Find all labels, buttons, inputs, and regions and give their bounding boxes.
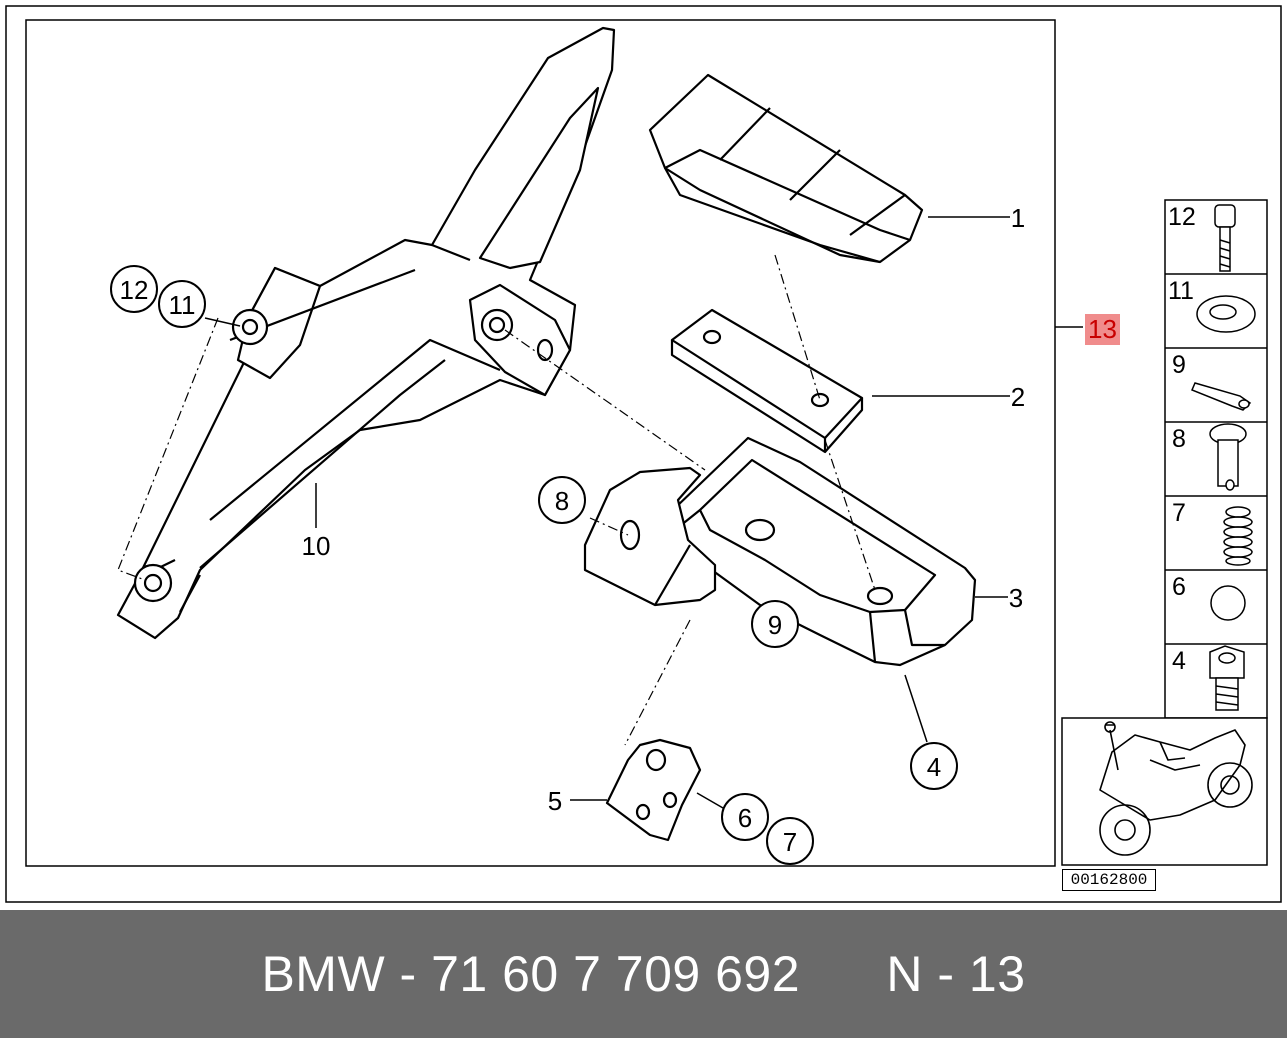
side-part-4-label: 4	[1172, 647, 1186, 675]
part-number-text: BMW - 71 60 7 709 692	[261, 946, 801, 1002]
footrest-bracket-drawing	[116, 26, 616, 640]
callout-11: 11	[158, 280, 206, 328]
svg-text:9: 9	[768, 610, 782, 640]
svg-text:1: 1	[1011, 203, 1025, 233]
callout-5: 5	[548, 786, 562, 816]
bracket-plate-drawing	[605, 738, 702, 842]
screw-icon	[1209, 645, 1245, 711]
footer-gap	[800, 945, 886, 1003]
svg-text:2: 2	[1011, 382, 1025, 412]
callout-13-highlight: 13	[1085, 314, 1120, 345]
footrest-body-drawing	[673, 436, 977, 667]
cotter-pin-icon	[1191, 382, 1252, 411]
svg-text:10: 10	[302, 531, 331, 561]
svg-text:3: 3	[1009, 583, 1023, 613]
plate-drawing	[670, 308, 864, 454]
svg-text:8: 8	[555, 486, 569, 516]
side-parts-table: 12 11 9 8 7 6 4	[1164, 199, 1268, 719]
svg-text:4: 4	[927, 752, 941, 782]
footer-bar: BMW - 71 60 7 709 692 N - 13	[0, 910, 1287, 1038]
assembly-lines	[117, 254, 876, 746]
side-part-7-label: 7	[1172, 499, 1186, 527]
motorcycle-icon	[1099, 721, 1253, 856]
svg-text:6: 6	[738, 803, 752, 833]
side-part-11-label: 11	[1168, 277, 1194, 305]
callout-3: 3	[1009, 583, 1023, 613]
callout-1: 1	[1011, 203, 1025, 233]
side-part-6-label: 6	[1172, 573, 1186, 601]
side-part-12-label: 12	[1168, 203, 1196, 231]
pin-icon	[1209, 423, 1247, 491]
callout-9: 9	[751, 600, 799, 648]
outer-frame	[5, 5, 1282, 903]
callout-8: 8	[538, 476, 586, 524]
spring-icon	[1223, 506, 1253, 566]
ball-icon	[1210, 585, 1246, 621]
callout-2: 2	[1011, 382, 1025, 412]
hinge-block-drawing	[583, 466, 717, 607]
callout-7: 7	[766, 817, 814, 865]
washer-icon	[1196, 295, 1256, 333]
diagram-reference-number: 00162800	[1062, 869, 1156, 891]
motorcycle-thumbnail	[1061, 717, 1268, 866]
position-text: N - 13	[886, 946, 1026, 1002]
callout-12: 12	[110, 265, 158, 313]
exploded-parts-diagram: 1 2 3 4 5 6 7 8 9 10 12 11	[5, 5, 1282, 903]
svg-text:11: 11	[169, 290, 196, 320]
svg-text:5: 5	[548, 786, 562, 816]
svg-text:12: 12	[120, 275, 149, 305]
main-drawing-frame	[25, 19, 1056, 867]
side-part-8-label: 8	[1172, 425, 1186, 453]
callout-10: 10	[302, 531, 331, 561]
leader-lines	[204, 216, 1083, 809]
bolt-icon	[1214, 204, 1236, 272]
callout-4: 4	[910, 742, 958, 790]
svg-text:7: 7	[783, 827, 797, 857]
side-part-9-label: 9	[1172, 351, 1186, 379]
callout-6: 6	[721, 793, 769, 841]
rubber-pad-drawing	[648, 73, 924, 264]
